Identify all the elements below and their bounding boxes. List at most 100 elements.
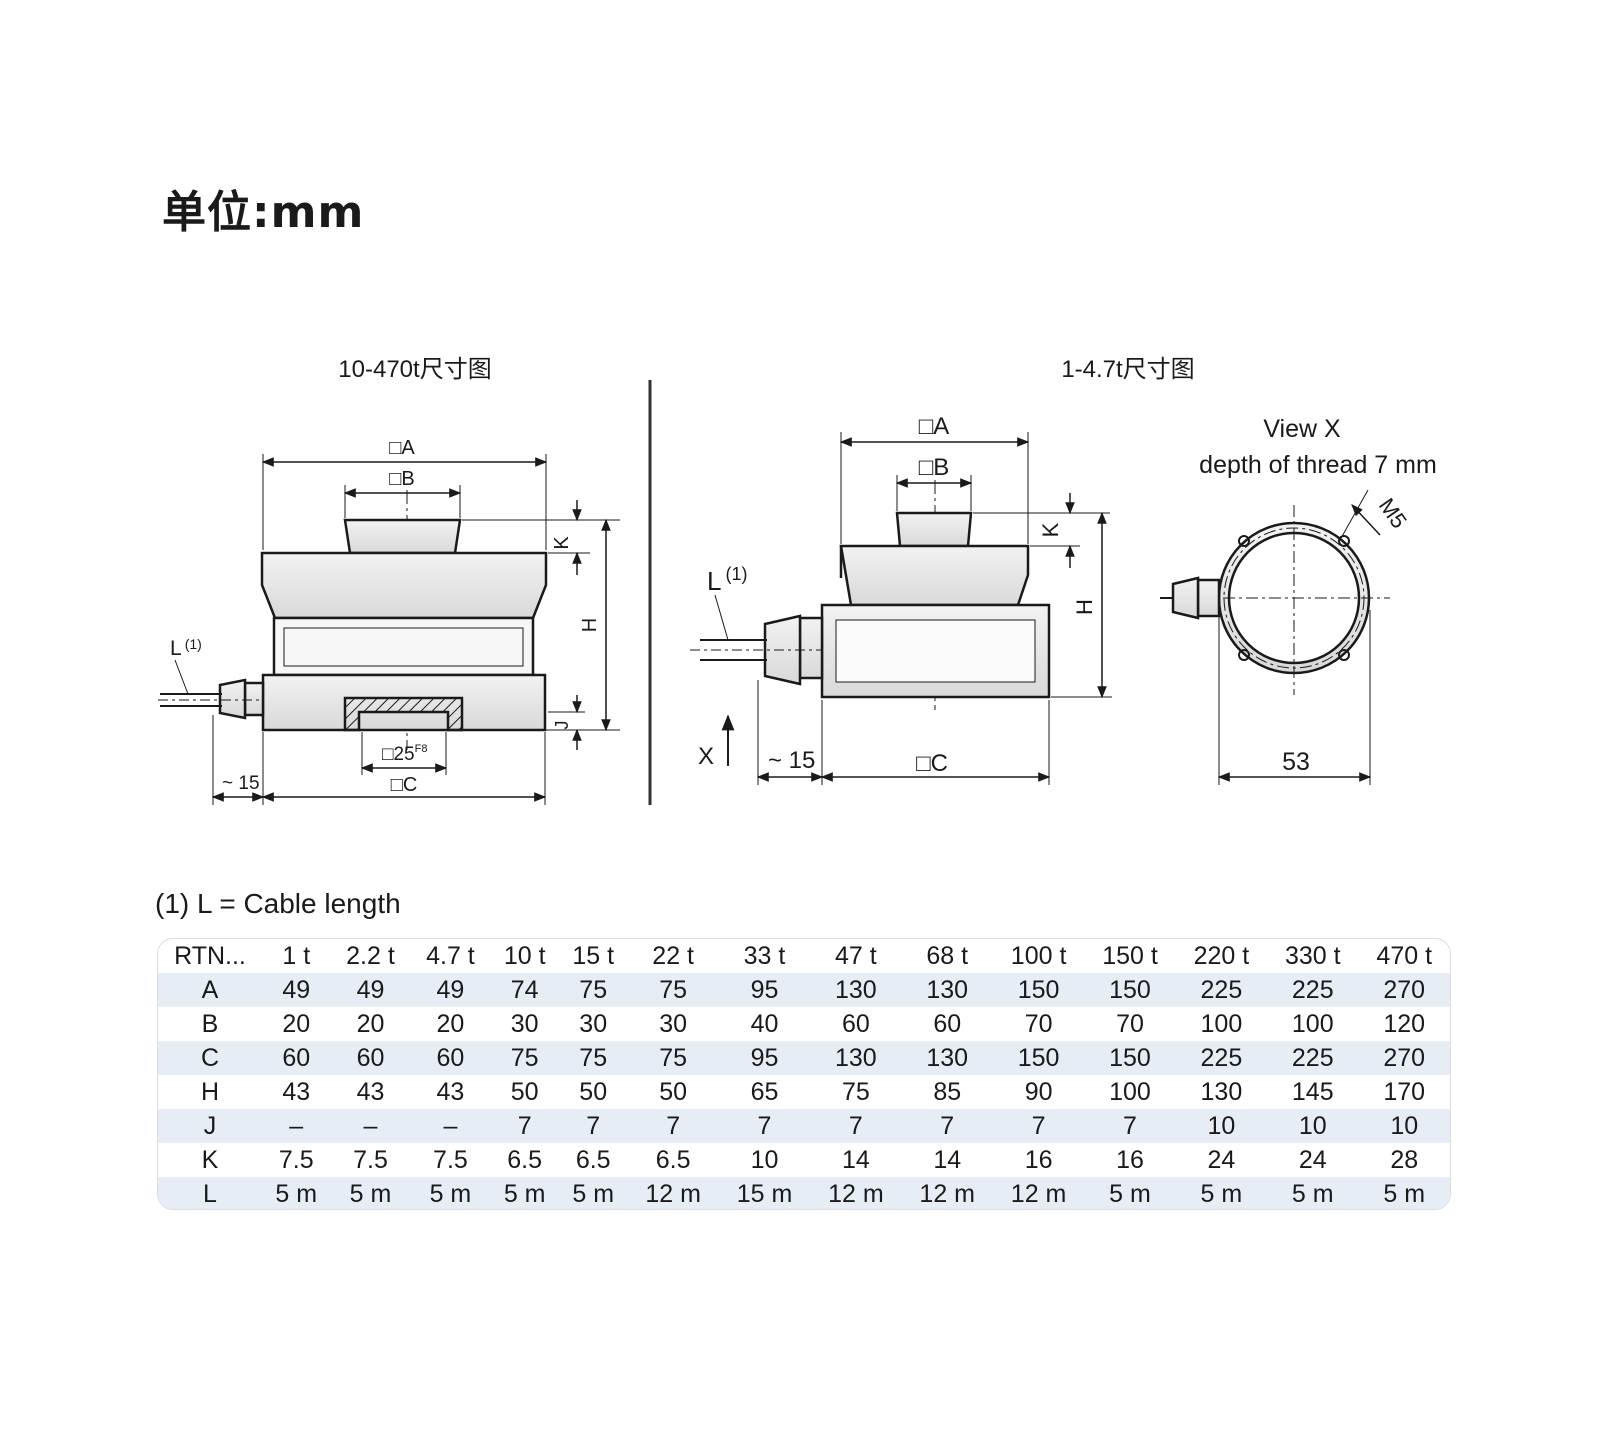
table-cell: 7.5	[353, 1145, 388, 1174]
table-cell: 7	[757, 1111, 772, 1140]
table-cell: 49	[356, 975, 385, 1004]
table-cell: 90	[1024, 1077, 1053, 1106]
large-dim-H: H	[579, 618, 601, 632]
table-cell: 49	[436, 975, 465, 1004]
table-cell: 270	[1383, 975, 1426, 1004]
large-dim-bore: □25F8	[382, 743, 427, 765]
table-cell: 5 m	[1109, 1179, 1151, 1208]
large-dim-A: □A	[389, 437, 415, 459]
table-cell: 130	[835, 975, 877, 1004]
table-cell: 50	[579, 1077, 608, 1106]
table-cell: 60	[436, 1043, 465, 1072]
table-header-cell: 330 t	[1284, 941, 1341, 970]
table-row-label: A	[201, 975, 219, 1004]
small-dim-B: □B	[919, 454, 950, 481]
table-cell: 7	[848, 1111, 863, 1140]
table-cell: 14	[841, 1145, 870, 1174]
table-cell: 12 m	[828, 1179, 884, 1208]
small-cable-label: L(1)	[707, 564, 747, 596]
table-cell: 10	[1390, 1111, 1419, 1140]
table-cell: 7	[666, 1111, 681, 1140]
table-row-label: B	[201, 1009, 219, 1038]
table-cell: 70	[1024, 1009, 1053, 1038]
view-x-drawing: View X depth of thread 7 mm M5 53	[1160, 415, 1437, 785]
table-cell: 7	[586, 1111, 601, 1140]
table-cell: 95	[750, 975, 779, 1004]
footnote-cable-length: (1) L = Cable length	[155, 888, 401, 919]
small-dim-K: K	[1038, 522, 1063, 537]
table-header-cell: 22 t	[652, 941, 694, 970]
table-cell: 7	[1031, 1111, 1046, 1140]
table-cell: 100	[1200, 1009, 1243, 1038]
small-view-arrow-label: X	[698, 743, 714, 770]
table-header-cell: 100 t	[1010, 941, 1067, 970]
table-cell: 120	[1383, 1009, 1426, 1038]
table-cell: 225	[1200, 1043, 1243, 1072]
table-cell: 49	[282, 975, 311, 1004]
table-row-label: K	[201, 1145, 219, 1174]
table-cell: 5 m	[349, 1179, 392, 1208]
table-cell: 28	[1390, 1145, 1419, 1174]
view-x-title: View X	[1263, 415, 1341, 443]
table-cell: 12 m	[645, 1179, 701, 1208]
table-cell: 225	[1200, 975, 1243, 1004]
table-cell: 60	[356, 1043, 385, 1072]
table-header-cell: 33 t	[743, 941, 786, 970]
table-cell: 40	[750, 1009, 779, 1038]
table-row-label: C	[200, 1043, 220, 1072]
table-cell: 150	[1109, 975, 1151, 1004]
table-cell: –	[443, 1111, 458, 1140]
table-cell: 5 m	[429, 1179, 472, 1208]
table-cell: 50	[659, 1077, 688, 1106]
small-load-cell-view: 1-4.7t尺寸图 □A □B K H	[690, 356, 1195, 785]
table-cell: –	[363, 1111, 378, 1140]
table-cell: 150	[1017, 1043, 1060, 1072]
table-cell: 6.5	[575, 1145, 611, 1174]
large-dim-J: J	[552, 721, 572, 730]
table-cell: 75	[659, 1043, 688, 1072]
table-cell: 150	[1109, 1043, 1151, 1072]
table-cell: 16	[1024, 1145, 1053, 1174]
small-dim-offset: ~ 15	[768, 747, 815, 774]
table-cell: 130	[926, 975, 969, 1004]
table-header-cell: 470 t	[1376, 941, 1433, 970]
table-cell: 75	[579, 1043, 608, 1072]
table-row-label: L	[203, 1179, 217, 1208]
table-cell: 24	[1298, 1145, 1327, 1174]
table-cell: 5 m	[1291, 1179, 1334, 1208]
table-cell: 270	[1383, 1043, 1426, 1072]
large-dim-C: □C	[391, 774, 418, 796]
table-row-label: H	[200, 1077, 220, 1106]
table-cell: 75	[510, 1043, 539, 1072]
large-dim-offset: ~ 15	[222, 773, 260, 794]
table-cell: 65	[750, 1077, 779, 1106]
table-header-cell: 2.2 t	[346, 941, 395, 970]
table-cell: 170	[1383, 1077, 1426, 1106]
small-dim-C: □C	[916, 750, 948, 777]
table-header-cell: 4.7 t	[426, 941, 475, 970]
table-cell: 50	[510, 1077, 539, 1106]
table-cell: 7.5	[433, 1145, 468, 1174]
table-cell: 5 m	[1200, 1179, 1243, 1208]
table-cell: 12 m	[1010, 1179, 1067, 1208]
large-load-cell-view: 10-470t尺寸图 □A □B K	[158, 356, 620, 805]
small-view-title: 1-4.7t尺寸图	[1061, 356, 1194, 383]
table-cell: 30	[510, 1009, 539, 1038]
table-cell: 145	[1291, 1077, 1334, 1106]
table-header-label: RTN...	[174, 941, 246, 970]
table-row-label: J	[203, 1111, 217, 1140]
table-cell: 43	[282, 1077, 311, 1106]
table-cell: 130	[835, 1043, 877, 1072]
table-cell: 30	[659, 1009, 688, 1038]
table-cell: 85	[933, 1077, 962, 1106]
large-dim-B: □B	[389, 468, 414, 490]
view-x-subtitle: depth of thread 7 mm	[1199, 451, 1437, 479]
table-cell: 60	[282, 1043, 311, 1072]
large-view-title: 10-470t尺寸图	[338, 356, 491, 383]
table-cell: 225	[1291, 1043, 1334, 1072]
technical-drawing: 10-470t尺寸图 □A □B K	[158, 356, 1437, 805]
